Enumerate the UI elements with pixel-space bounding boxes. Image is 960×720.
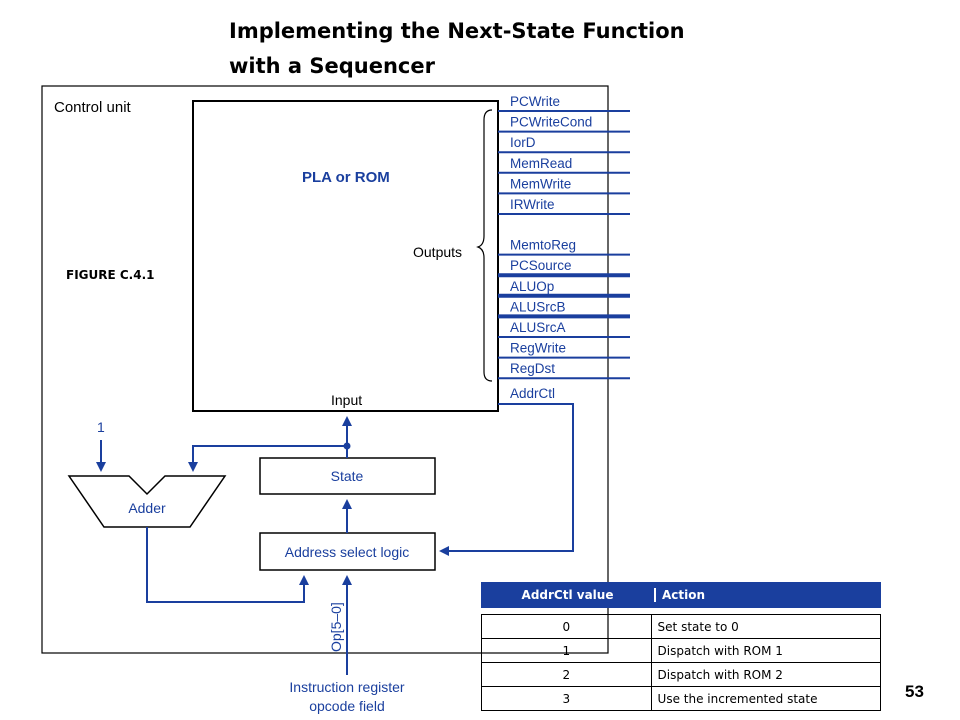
page-number: 53	[905, 682, 924, 701]
cell-value: 1	[482, 639, 652, 662]
adder-shape	[67, 475, 227, 528]
pla-rom-label: PLA or ROM	[302, 169, 390, 186]
output-label-irwrite: IRWrite	[510, 197, 555, 212]
output-label-alusrcb: ALUSrcB	[510, 299, 566, 314]
table-body: 0 Set state to 0 1 Dispatch with ROM 1 2…	[481, 614, 881, 711]
output-label-pcwritecond: PCWriteCond	[510, 115, 592, 130]
header-action: Action	[654, 588, 881, 602]
output-label-regdst: RegDst	[510, 361, 555, 376]
constant-one-label: 1	[97, 419, 105, 435]
pla-rom-box	[192, 100, 499, 412]
input-label: Input	[331, 392, 362, 408]
output-label-regwrite: RegWrite	[510, 341, 566, 356]
output-label-memread: MemRead	[510, 156, 572, 171]
output-label-aluop: ALUOp	[510, 279, 554, 294]
adder-to-select-wire	[146, 527, 309, 603]
state-to-adder-wire	[188, 445, 347, 472]
output-label-pcwrite: PCWrite	[510, 94, 560, 109]
addrctl-wire	[439, 403, 574, 556]
cell-value: 2	[482, 663, 652, 686]
output-label-memtoreg: MemtoReg	[510, 238, 576, 253]
outputs-brace	[476, 109, 493, 382]
op-label: Op[5–0]	[328, 602, 344, 652]
control-unit-label: Control unit	[54, 99, 132, 116]
cell-action: Dispatch with ROM 2	[657, 667, 783, 682]
adder-label: Adder	[128, 500, 166, 516]
slide-title: Implementing the Next-State Function wit…	[229, 14, 829, 84]
outputs-label: Outputs	[413, 244, 462, 260]
figure-label: FIGURE C.4.1	[66, 268, 155, 282]
cell-action: Dispatch with ROM 1	[657, 643, 783, 658]
table-row: 3 Use the incremented state	[482, 687, 880, 710]
output-label-iord: IorD	[510, 135, 536, 150]
header-addrctl-value: AddrCtl value	[521, 588, 614, 602]
addrctl-table: AddrCtl value Action 0 Set state to 0 1 …	[481, 582, 881, 711]
table-row: 1 Dispatch with ROM 1	[482, 639, 880, 663]
ir-label-line2: opcode field	[309, 698, 385, 714]
control-unit-box	[41, 85, 609, 654]
address-select-box	[259, 532, 436, 571]
output-label-pcsource: PCSource	[510, 258, 572, 273]
state-label: State	[331, 468, 364, 484]
slide-title-line2: with a Sequencer	[229, 54, 435, 78]
cell-action: Set state to 0	[657, 619, 739, 634]
slide-title-line1: Implementing the Next-State Function	[229, 19, 685, 43]
cell-action: Use the incremented state	[657, 691, 818, 706]
table-row: 2 Dispatch with ROM 2	[482, 663, 880, 687]
table-header: AddrCtl value Action	[481, 582, 881, 608]
cell-value: 3	[482, 687, 652, 710]
output-label-memwrite: MemWrite	[510, 176, 571, 191]
address-select-label: Address select logic	[285, 544, 410, 560]
output-label-addrctl: AddrCtl	[510, 386, 555, 401]
ir-label-line1: Instruction register	[289, 679, 404, 695]
table-row: 0 Set state to 0	[482, 615, 880, 639]
state-box	[259, 457, 436, 495]
cell-value: 0	[482, 615, 652, 638]
output-label-alusrca: ALUSrcA	[510, 320, 566, 335]
